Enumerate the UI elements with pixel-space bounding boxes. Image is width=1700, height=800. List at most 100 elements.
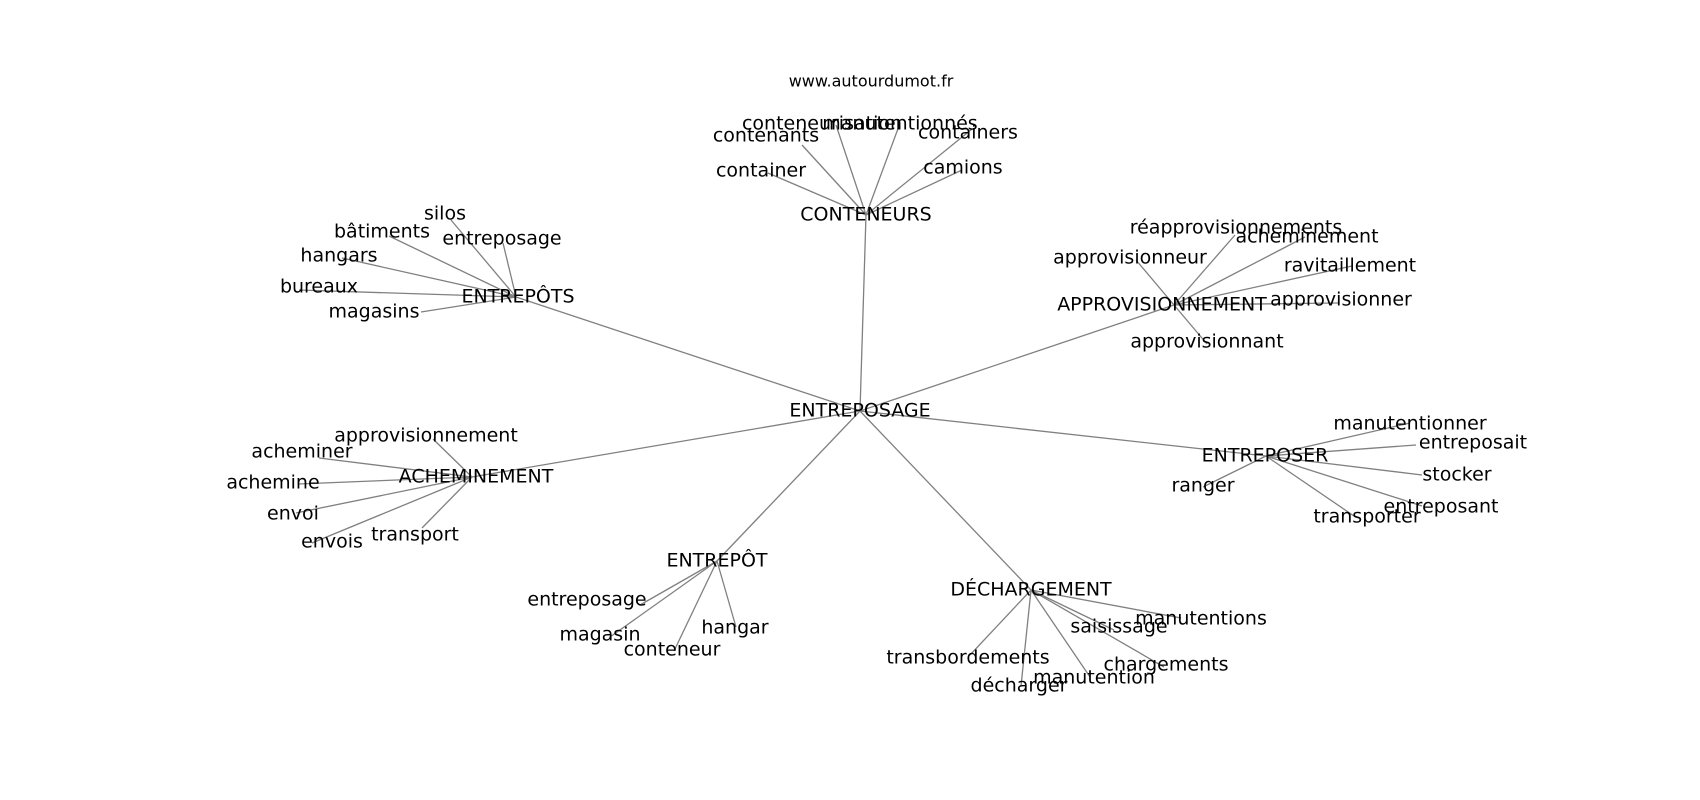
leaf-node: manutentionner <box>1333 413 1487 435</box>
leaf-node: transporter <box>1313 506 1420 528</box>
edge-hub-leaf <box>801 144 867 216</box>
edge-root-hub <box>716 410 861 562</box>
leaf-node: conteneur <box>624 639 721 661</box>
leaf-node: décharger <box>971 675 1068 697</box>
hub-node: APPROVISIONNEMENT <box>1057 294 1267 316</box>
leaf-node: bureaux <box>280 276 358 298</box>
edge-hub-leaf <box>609 560 718 638</box>
leaf-node: chargements <box>1104 654 1229 676</box>
leaf-node: manutentions <box>1135 608 1267 630</box>
leaf-node: entreposage <box>527 589 646 611</box>
leaf-node: magasin <box>559 624 640 646</box>
edge-hub-leaf <box>1173 302 1339 306</box>
leaf-node: entreposait <box>1419 432 1527 454</box>
hub-node: DÉCHARGEMENT <box>950 578 1112 601</box>
leaf-node: transbordements <box>886 647 1049 669</box>
leaf-node: transport <box>371 524 459 546</box>
leaf-node: hangar <box>701 617 768 639</box>
edge-hub-leaf <box>835 124 867 216</box>
edge-hub-leaf <box>1265 455 1423 476</box>
root-node: ENTREPOSAGE <box>789 400 930 422</box>
edge-hub-leaf <box>865 169 963 216</box>
edge-hub-leaf <box>1173 234 1236 306</box>
leaf-node: hangars <box>300 245 377 267</box>
leaf-node: bâtiments <box>334 221 430 243</box>
leaf-node: envois <box>301 531 363 553</box>
edge-hub-leaf <box>1030 589 1182 619</box>
edge-hub-leaf <box>865 125 900 216</box>
edge-hub-leaf <box>298 289 517 298</box>
edge-root-hub <box>859 410 1032 591</box>
leaf-node: manutention <box>1033 667 1155 689</box>
edge-hub-leaf <box>450 219 517 298</box>
edge-hub-leaf <box>297 476 473 485</box>
edge-hub-leaf <box>1173 265 1353 306</box>
edge-hub-leaf <box>1202 455 1267 488</box>
edge-hub-leaf <box>1020 589 1032 687</box>
edge-hub-leaf <box>502 242 517 298</box>
edge-hub-leaf <box>1265 422 1411 457</box>
edge-hub-leaf <box>432 438 473 478</box>
edge-hub-leaf <box>865 128 973 216</box>
edge-hub-leaf <box>767 172 867 216</box>
leaf-node: conteneurisation <box>742 113 902 135</box>
edge-hub-leaf <box>639 560 718 606</box>
edge-hub-leaf <box>1173 236 1306 306</box>
edge-hub-leaf <box>1173 304 1208 345</box>
edge-hub-leaf <box>1265 455 1423 507</box>
leaf-node: camions <box>923 157 1002 179</box>
edge-root-hub <box>859 304 1175 412</box>
leaf-node: approvisionneur <box>1053 247 1207 269</box>
edge-hub-leaf <box>295 476 473 514</box>
leaf-node: réapprovisionnements <box>1130 217 1343 239</box>
leaf-node: acheminer <box>251 441 352 463</box>
edge-hub-leaf <box>311 476 473 544</box>
leaf-node: approvisionnant <box>1130 331 1283 353</box>
leaf-node: silos <box>424 203 466 225</box>
leaf-node: ranger <box>1171 475 1234 497</box>
leaf-node: contenants <box>713 125 819 147</box>
hub-node: CONTENEURS <box>800 204 931 226</box>
leaf-node: stocker <box>1422 464 1491 486</box>
edge-hub-leaf <box>421 476 473 529</box>
leaf-node: manutentionnés <box>822 113 977 135</box>
leaf-node: magasins <box>329 301 420 323</box>
edge-hub-leaf <box>1265 455 1355 517</box>
edge-hub-leaf <box>969 589 1032 656</box>
edge-root-hub <box>859 410 1267 457</box>
hub-node: ENTREPÔTS <box>461 284 574 308</box>
edge-root-hub <box>471 410 861 478</box>
edge-root-hub <box>859 214 867 412</box>
label-layer: www.autourdumot.fr ENTREPOSAGE CONTENEURS… <box>226 72 1527 697</box>
leaf-node: approvisionner <box>1270 289 1412 311</box>
hub-node: ACHEMINEMENT <box>399 466 554 488</box>
leaf-node: approvisionnement <box>334 425 518 447</box>
edge-hub-leaf <box>1030 589 1115 631</box>
edge-layer <box>295 124 1423 687</box>
leaf-node: entreposage <box>442 228 561 250</box>
edge-hub-leaf <box>716 560 737 628</box>
edge-hub-leaf <box>1030 589 1091 678</box>
watermark: www.autourdumot.fr <box>789 72 954 91</box>
leaf-node: entreposant <box>1384 496 1499 518</box>
leaf-node: ravitaillement <box>1284 255 1416 277</box>
leaf-node: container <box>716 160 806 182</box>
leaf-node: containers <box>918 122 1018 144</box>
hub-node: ENTREPOSER <box>1202 445 1329 467</box>
leaf-node: achemine <box>226 472 319 494</box>
edge-hub-leaf <box>1030 589 1165 668</box>
edge-hub-leaf <box>388 235 517 298</box>
leaf-node: envoi <box>267 503 319 525</box>
leaf-node: saisissage <box>1070 616 1167 638</box>
edge-hub-leaf <box>673 560 718 652</box>
edge-hub-leaf <box>1135 259 1175 306</box>
hub-node: ENTREPÔT <box>666 548 767 572</box>
edge-hub-leaf <box>318 457 473 478</box>
edge-hub-leaf <box>341 257 517 298</box>
edge-hub-leaf <box>420 296 517 313</box>
edge-root-hub <box>515 296 861 412</box>
leaf-node: acheminement <box>1235 226 1378 248</box>
edge-hub-leaf <box>1265 444 1417 457</box>
